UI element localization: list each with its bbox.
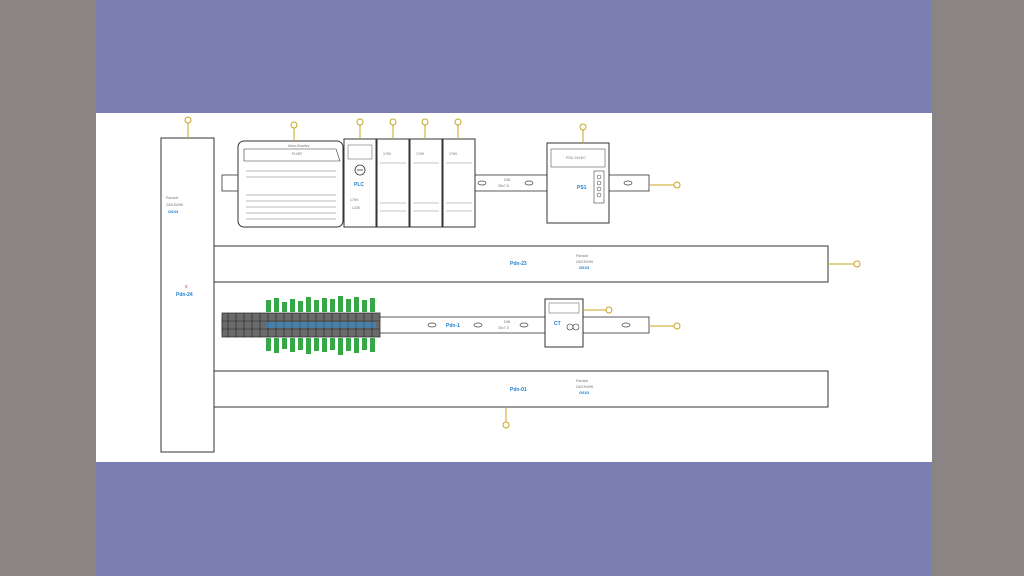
svg-text:1769: 1769 [350, 198, 358, 202]
svg-text:35x7.5: 35x7.5 [498, 184, 509, 188]
svg-text:1769: 1769 [383, 152, 391, 156]
svg-text:Panduit: Panduit [166, 196, 178, 200]
duct-upper-label: Pdn-23 [510, 261, 527, 267]
svg-text:G6X3: G6X3 [579, 390, 590, 395]
svg-text:G6X3WH6: G6X3WH6 [576, 260, 593, 264]
svg-text:Allen-Bradley: Allen-Bradley [288, 144, 310, 148]
svg-text:PSU 24VDC: PSU 24VDC [566, 156, 586, 160]
svg-text:L32E: L32E [352, 206, 361, 210]
svg-text:DIN: DIN [504, 320, 511, 324]
rail-lower-label: Pdn-1 [446, 323, 460, 329]
svg-text:Panduit: Panduit [576, 379, 588, 383]
svg-text:1769: 1769 [449, 152, 457, 156]
vertical-duct-label: Pdn-24 [176, 292, 193, 298]
controller-chassis [237, 140, 344, 228]
power-supply-label: PS1 [577, 185, 587, 191]
io-module-1 [376, 138, 410, 228]
svg-text:35x7.5: 35x7.5 [498, 326, 509, 330]
vertical-wire-duct [160, 137, 215, 453]
duct-lower-label: Pdn-01 [510, 387, 527, 393]
callout-markers [184, 116, 861, 429]
svg-text:G6X3: G6X3 [168, 209, 179, 214]
io-module-2 [409, 138, 443, 228]
svg-text:DIN: DIN [504, 178, 511, 182]
top-band [96, 0, 932, 113]
svg-text:1769: 1769 [416, 152, 424, 156]
small-relay-label: CT [554, 321, 561, 327]
wire-duct-lower [213, 370, 829, 408]
svg-text:G6X3: G6X3 [579, 265, 590, 270]
wire-duct-upper [213, 245, 829, 283]
svg-text:PLMR: PLMR [292, 152, 302, 156]
bottom-band [96, 462, 932, 576]
svg-text:x: x [185, 284, 188, 290]
svg-text:G6X3WH6: G6X3WH6 [166, 203, 183, 207]
io-module-3 [442, 138, 476, 228]
cpu-module-label: PLC [354, 182, 364, 188]
panel-layout-diagram: Panduit G6X3WH6 G6X3 x Pdn-24 DIN 35x7.5… [96, 113, 932, 462]
svg-text:G6X3WH6: G6X3WH6 [576, 385, 593, 389]
svg-text:Panduit: Panduit [576, 254, 588, 258]
terminal-block-bank [221, 296, 381, 355]
